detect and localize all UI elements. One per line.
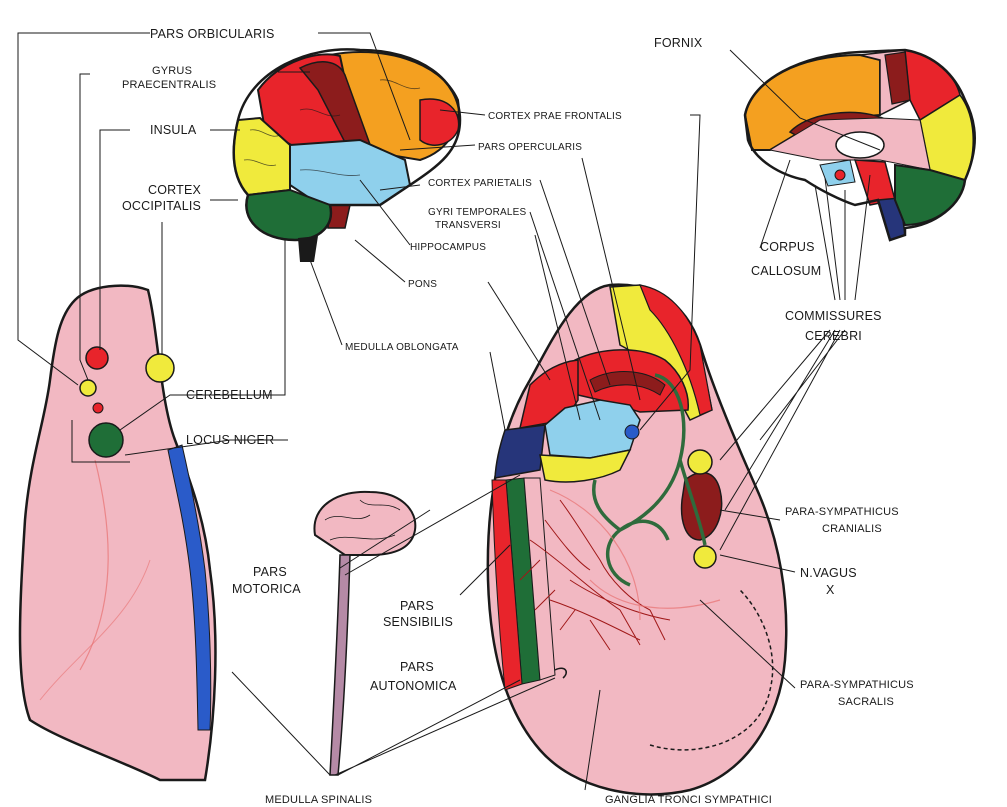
left-body-section	[20, 286, 215, 780]
right-body-section	[488, 285, 786, 795]
label-cortex-occ-line1: CORTEX	[148, 183, 202, 197]
label-pars-autonomica-line2: AUTONOMICA	[370, 679, 457, 693]
small-brain	[314, 492, 415, 555]
label-gyri-temp-line2: TRANSVERSI	[435, 220, 501, 231]
lateral-brain	[234, 49, 460, 262]
label-para-sacralis-line2: SACRALIS	[838, 696, 894, 708]
label-hippocampus: HIPPOCAMPUS	[410, 242, 486, 253]
medial-red-dot	[835, 170, 845, 180]
label-commissures-line2: CEREBRI	[805, 329, 862, 343]
label-corpus-line1: CORPUS	[760, 240, 815, 254]
label-para-sacralis-line1: PARA-SYMPATHICUS	[800, 679, 914, 691]
label-n-vagus-line2: X	[826, 583, 835, 597]
label-para-cranialis-line2: CRANIALIS	[822, 523, 882, 535]
label-gyrus-line2: PRAECENTRALIS	[122, 79, 216, 91]
label-insula: INSULA	[150, 123, 197, 137]
label-fornix: FORNIX	[654, 36, 703, 50]
label-pars-motorica-line1: PARS	[253, 565, 287, 579]
right-yellow-upper-dot	[688, 450, 712, 474]
label-pars-orbicularis: PARS ORBICULARIS	[150, 27, 275, 41]
right-blue-dot	[625, 425, 639, 439]
left-yellow-half	[146, 354, 174, 382]
label-pars-motorica-line2: MOTORICA	[232, 582, 301, 596]
label-commissures-line1: COMMISSURES	[785, 309, 882, 323]
right-navy-region	[495, 425, 545, 478]
spinal-cord	[330, 555, 350, 775]
label-pars-autonomica-line1: PARS	[400, 660, 434, 674]
small-brain-spinal	[314, 492, 415, 775]
label-pons: PONS	[408, 279, 437, 290]
label-pars-opercularis: PARS OPERCULARIS	[478, 142, 582, 153]
label-cortex-occ-line2: OCCIPITALIS	[122, 199, 201, 213]
label-medulla-oblongata: MEDULLA OBLONGATA	[345, 342, 459, 353]
label-cortex-prae-frontalis: CORTEX PRAE FRONTALIS	[488, 111, 622, 122]
label-n-vagus-line1: N.VAGUS	[800, 566, 857, 580]
left-small-red-dot	[93, 403, 103, 413]
label-gyri-temp-line1: GYRI TEMPORALES	[428, 207, 527, 218]
label-corpus-line2: CALLOSUM	[751, 264, 821, 278]
label-gyrus-line1: GYRUS	[152, 65, 192, 77]
label-pars-sensibilis-line2: SENSIBILIS	[383, 615, 453, 629]
label-locus-niger: LOCUS NIGER	[186, 433, 274, 447]
right-yellow-lower-dot	[694, 546, 716, 568]
label-cortex-parietalis: CORTEX PARIETALIS	[428, 178, 532, 189]
left-yellow-dot	[80, 380, 96, 396]
left-green-dot	[89, 423, 123, 457]
label-cerebellum: CEREBELLUM	[186, 388, 273, 402]
medial-brain	[745, 50, 975, 240]
label-ganglia: GANGLIA TRONCI SYMPATHICI	[605, 794, 772, 806]
label-pars-sensibilis-line1: PARS	[400, 599, 434, 613]
medial-thalamus-white	[836, 132, 884, 158]
label-medulla-spinalis: MEDULLA SPINALIS	[265, 794, 372, 806]
left-red-dot	[86, 347, 108, 369]
label-para-cranialis-line1: PARA-SYMPATHICUS	[785, 506, 899, 518]
